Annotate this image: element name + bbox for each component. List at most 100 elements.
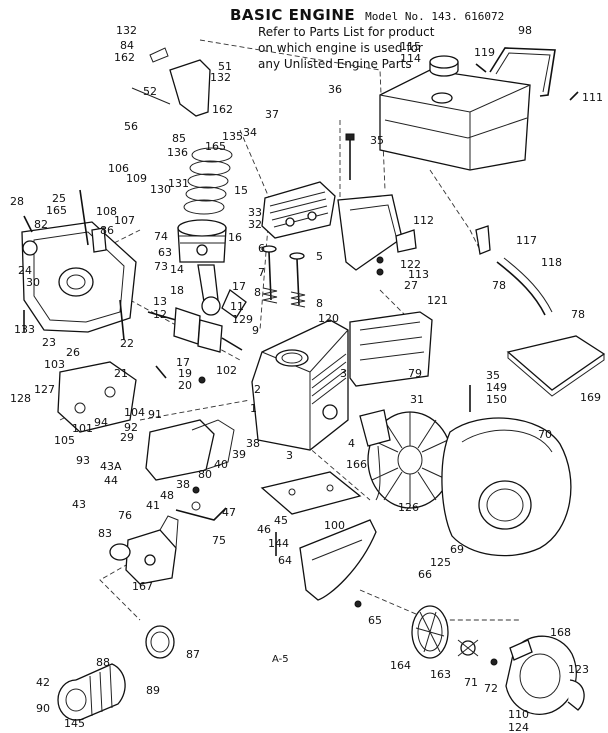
part-callout: 35 (486, 369, 500, 382)
cylinder-shield (349, 311, 433, 387)
part-callout: 17 (176, 356, 190, 369)
part-callout: 11 (230, 300, 244, 313)
part-callout: 102 (216, 364, 237, 377)
part-callout: 8 (254, 286, 261, 299)
valve-springs (262, 287, 306, 308)
part-callout: 100 (324, 519, 345, 532)
part-callout: 72 (484, 682, 498, 695)
part-callout: 162 (114, 51, 135, 64)
part-callout: 126 (398, 501, 419, 514)
part-callout: 43 (72, 498, 86, 511)
part-callout: 42 (36, 676, 50, 689)
part-callout: 40 (214, 458, 228, 471)
part-callout: 30 (26, 276, 40, 289)
part-callout: 92 (124, 421, 138, 434)
part-callout: 82 (34, 218, 48, 231)
part-callout: 120 (318, 312, 339, 325)
part-callout: 70 (538, 428, 552, 441)
part-callout: 164 (390, 659, 411, 672)
part-callout: 27 (404, 279, 418, 292)
muffler (57, 663, 126, 721)
part-callout: 133 (14, 323, 35, 336)
part-callout: 41 (146, 499, 160, 512)
part-callout: 124 (508, 721, 529, 733)
part-callout: 13 (153, 295, 167, 308)
part-callout: 45 (274, 514, 288, 527)
part-callout: 150 (486, 393, 507, 406)
muffler-guard (145, 625, 175, 659)
part-callout: 94 (94, 416, 108, 429)
part-callout: 20 (178, 379, 192, 392)
engine-block (251, 319, 349, 451)
part-callout: 16 (228, 231, 242, 244)
part-callout: 51 (218, 60, 232, 73)
part-callout: 33 (248, 206, 262, 219)
part-callout: 25 (52, 192, 66, 205)
blower-housing (441, 417, 572, 557)
tank-strap (489, 47, 556, 97)
part-callout: 23 (42, 336, 56, 349)
part-callout: 163 (430, 668, 451, 681)
part-callout: 88 (96, 656, 110, 669)
part-callout: 85 (172, 132, 186, 145)
part-callout: 44 (104, 474, 118, 487)
part-callout: 43A (100, 460, 122, 473)
part-callout: 83 (98, 527, 112, 540)
part-callout: 36 (328, 83, 342, 96)
air-baffle (299, 519, 377, 601)
parts-note-line-2: on which engine is used for (258, 41, 423, 55)
part-callout: 3 (286, 449, 293, 462)
part-callout: 17 (232, 280, 246, 293)
part-callout: 103 (44, 358, 65, 371)
base-plate (260, 471, 362, 515)
part-callout: 39 (232, 448, 246, 461)
choke-linkage (175, 501, 227, 521)
part-callout: 8 (316, 297, 323, 310)
part-callout: 48 (160, 489, 174, 502)
part-callout: 75 (212, 534, 226, 547)
part-callout: 56 (124, 120, 138, 133)
part-callout: 6 (258, 242, 265, 255)
part-callout: 165 (205, 140, 226, 153)
rotating-screen (411, 605, 449, 659)
part-callout: 78 (492, 279, 506, 292)
part-callout: 108 (96, 205, 117, 218)
parts-note-line-1: Refer to Parts List for product (258, 25, 435, 39)
part-callout: 122 (400, 258, 421, 271)
part-callout: 121 (427, 294, 448, 307)
part-callout: 87 (186, 648, 200, 661)
part-callout: 117 (516, 234, 537, 247)
part-callout: 73 (154, 260, 168, 273)
part-callout: 110 (508, 708, 529, 721)
part-callout: 4 (348, 437, 355, 450)
part-callout: 66 (418, 568, 432, 581)
part-callout: 128 (10, 392, 31, 405)
part-callout: 14 (170, 263, 184, 276)
part-callout: 123 (568, 663, 589, 676)
part-callout: 118 (541, 256, 562, 269)
part-callout: 7 (258, 266, 265, 279)
part-callout: 169 (580, 391, 601, 404)
connecting-rod (197, 264, 247, 319)
part-callout: 38 (246, 437, 260, 450)
part-callout: 3 (340, 367, 347, 380)
part-callout: 80 (198, 468, 212, 481)
cylinder-head (261, 181, 336, 239)
part-callout: 132 (116, 24, 137, 37)
part-callout: 119 (474, 46, 495, 59)
diagram-header: BASIC ENGINE Model No. 143. 616072 Refer… (230, 6, 600, 72)
part-callout: 15 (234, 184, 248, 197)
part-callout: 162 (212, 103, 233, 116)
fasteners (23, 63, 579, 666)
starter-pulley (457, 639, 479, 657)
part-callout: 52 (143, 85, 157, 98)
piston-rings (183, 147, 233, 215)
part-callout: 24 (18, 264, 32, 277)
part-callout: 90 (36, 702, 50, 715)
part-callout: 86 (100, 224, 114, 237)
part-callout: 129 (232, 313, 253, 326)
part-callout: 125 (430, 556, 451, 569)
part-callout: 69 (450, 543, 464, 556)
model-number: Model No. 143. 616072 (365, 10, 505, 23)
